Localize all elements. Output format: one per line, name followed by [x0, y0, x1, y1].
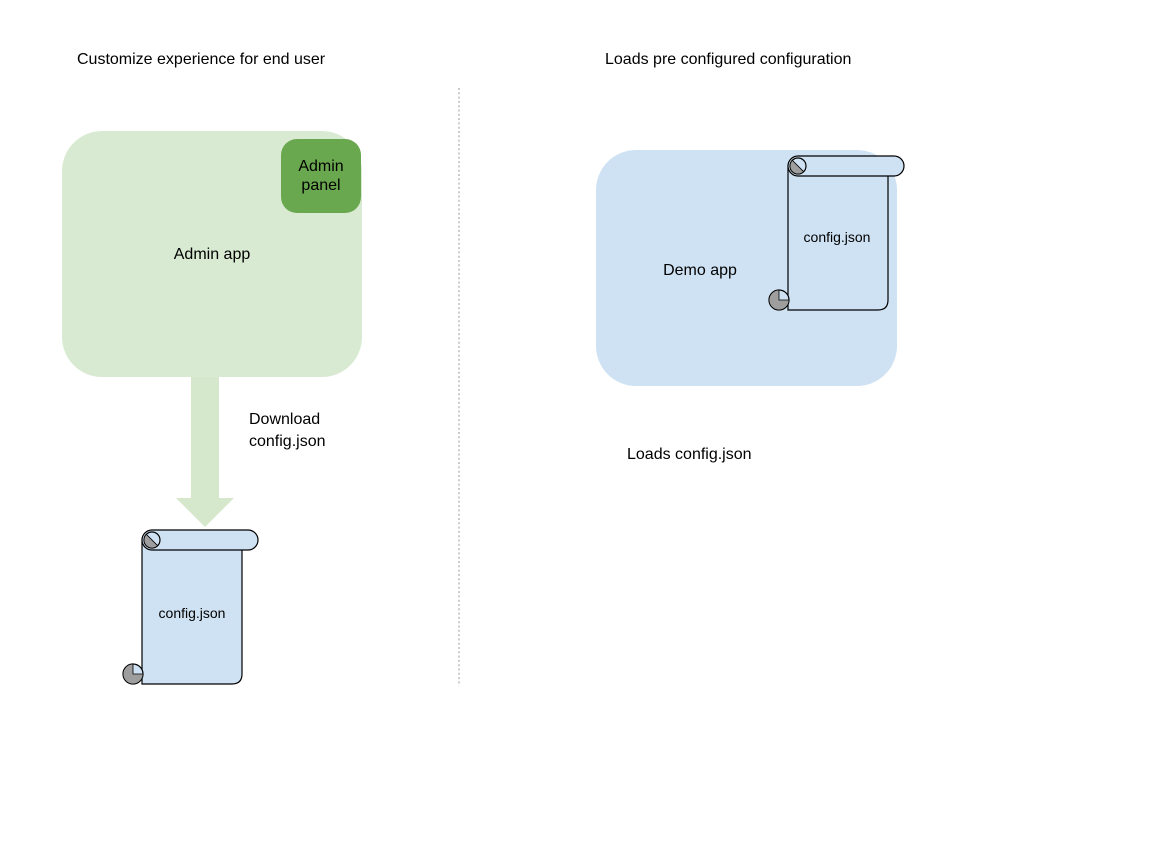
config-scroll-icon-right	[768, 155, 905, 311]
download-arrow-icon	[176, 377, 234, 527]
demo-app-label: Demo app	[663, 262, 737, 279]
admin-panel-shape: Admin panel	[281, 139, 361, 213]
config-scroll-icon-left	[122, 529, 259, 685]
download-arrow-label: Download config.json	[249, 411, 326, 450]
admin-app-label: Admin app	[173, 246, 251, 263]
section-divider-line	[458, 88, 460, 686]
right-section-title: Loads pre configured configuration	[605, 51, 852, 68]
config-scroll-label-left: config.json	[158, 605, 226, 621]
left-section-title: Customize experience for end user	[77, 51, 326, 68]
loads-config-caption: Loads config.json	[627, 446, 752, 463]
config-scroll-label-right: config.json	[803, 229, 871, 245]
admin-panel-label: Admin panel	[298, 158, 344, 194]
